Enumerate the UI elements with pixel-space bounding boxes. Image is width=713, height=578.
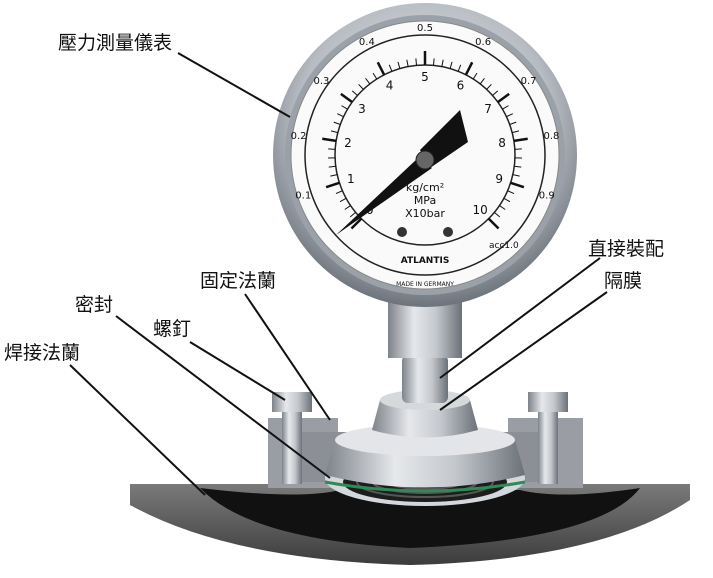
dial-tick [339, 197, 347, 203]
dial-tick [322, 137, 337, 143]
outer-scale-label: 0.1 [295, 191, 311, 202]
dial-tick [341, 105, 348, 110]
outer-scale-label: 0.7 [521, 76, 537, 87]
screw-left [397, 227, 407, 237]
leader-fixed-flange [244, 293, 331, 421]
dial-tick [449, 61, 453, 69]
diaphragm-seal [324, 390, 526, 506]
dial-tick [503, 197, 511, 203]
dial-tick [513, 137, 528, 143]
label-seal: 密封 [75, 294, 114, 316]
accuracy-text: acc1.0 [489, 241, 519, 251]
dial-tick [350, 217, 363, 230]
unit-mpa: MPa [414, 194, 436, 207]
dial-tick [372, 72, 378, 80]
dial-tick [406, 59, 409, 67]
welded-flange-body [130, 484, 690, 565]
dial-tick [358, 83, 364, 90]
dial-tick [441, 59, 444, 67]
bolt-right [528, 392, 568, 484]
dial-tick [512, 174, 520, 177]
dial-tick [514, 165, 522, 168]
leader-bolt [189, 341, 286, 401]
label-fixed-flange: 固定法蘭 [200, 270, 277, 292]
dial-tick [464, 61, 474, 76]
origin-text: MADE IN GERMANY [396, 281, 454, 288]
dial-tick [457, 64, 462, 72]
unit-kgcm2: kg/cm² [406, 181, 444, 194]
dial-tick [340, 92, 353, 104]
label-gauge: 壓力測量儀表 [58, 32, 173, 54]
dial-tick [344, 205, 351, 210]
inner-scale: 012345678910 [344, 70, 506, 217]
outer-scale-label: 0.2 [291, 131, 307, 142]
dial-tick [472, 72, 478, 80]
inner-scale-label: 3 [358, 102, 366, 116]
outer-scale-label: 0.9 [539, 191, 555, 202]
inner-scale-label: 8 [498, 136, 506, 150]
dial-tick [325, 181, 340, 189]
outer-scale-label: 0.3 [313, 76, 329, 87]
dial-tick [510, 181, 525, 189]
inner-scale-label: 5 [421, 70, 429, 84]
outer-scale-label: 0.5 [417, 23, 433, 34]
dial-tick [486, 83, 492, 90]
leader-welded-flange [69, 364, 206, 496]
unit-bar: X10bar [405, 207, 445, 220]
dial-tick [512, 130, 520, 134]
dial-tick [487, 217, 500, 230]
dial-tick [330, 130, 338, 134]
inner-scale-label: 2 [344, 136, 352, 150]
leader-seal [115, 315, 331, 479]
inner-scale-label: 9 [495, 172, 503, 186]
dial-tick [507, 190, 515, 194]
dial-tick [335, 190, 343, 194]
dial-tick [376, 61, 386, 76]
leader-lines [69, 52, 608, 496]
dial-tick [432, 58, 435, 66]
screw-right [443, 227, 453, 237]
outer-scale-label: 0.6 [475, 37, 491, 48]
label-bolt: 螺釘 [153, 318, 192, 340]
dial-tick [351, 90, 358, 96]
direct-fitting [388, 300, 462, 403]
dial-tick [397, 61, 401, 69]
dial-tick [388, 64, 393, 72]
dial-tick [492, 90, 499, 96]
dial-tick [415, 58, 418, 66]
dial-tick [506, 113, 513, 118]
dial-ticks [322, 51, 528, 230]
dial-tick [330, 174, 338, 177]
brand-logo: ATLANTIS [401, 256, 450, 266]
needle-hub [415, 150, 435, 170]
dial-tick [499, 205, 506, 210]
inner-scale-label: 6 [457, 79, 465, 93]
inner-scale-label: 4 [386, 79, 394, 93]
dial-tick [497, 92, 510, 104]
dial-tick [337, 113, 344, 118]
dial-tick [365, 78, 371, 85]
dial-tick [509, 121, 517, 125]
inner-scale-label: 7 [484, 102, 492, 116]
label-direct-fitting: 直接裝配 [588, 238, 665, 260]
leader-gauge [177, 52, 291, 118]
dial-tick [349, 211, 356, 218]
leader-direct-fitting [439, 257, 601, 379]
inner-scale-label: 1 [347, 172, 355, 186]
inner-scale-label: 10 [473, 203, 488, 217]
dial-tick [502, 105, 509, 110]
outer-scale-label: 0.8 [543, 131, 559, 142]
dial-tick [479, 78, 485, 85]
needle [336, 110, 468, 235]
gauge: 0.10.20.30.40.50.60.70.80.9 012345678910… [273, 3, 577, 307]
outer-scale-label: 0.4 [359, 37, 375, 48]
leader-diaphragm [439, 291, 608, 411]
label-diaphragm: 隔膜 [604, 270, 643, 292]
dial-tick [328, 165, 336, 168]
dial-tick [333, 121, 341, 125]
outer-scale: 0.1 0.2 0.3 0.4 0.5 0.6 0.7 0.8 0.9 [291, 23, 560, 202]
dial-tick [494, 211, 501, 218]
label-welded-flange: 焊接法蘭 [4, 342, 81, 364]
